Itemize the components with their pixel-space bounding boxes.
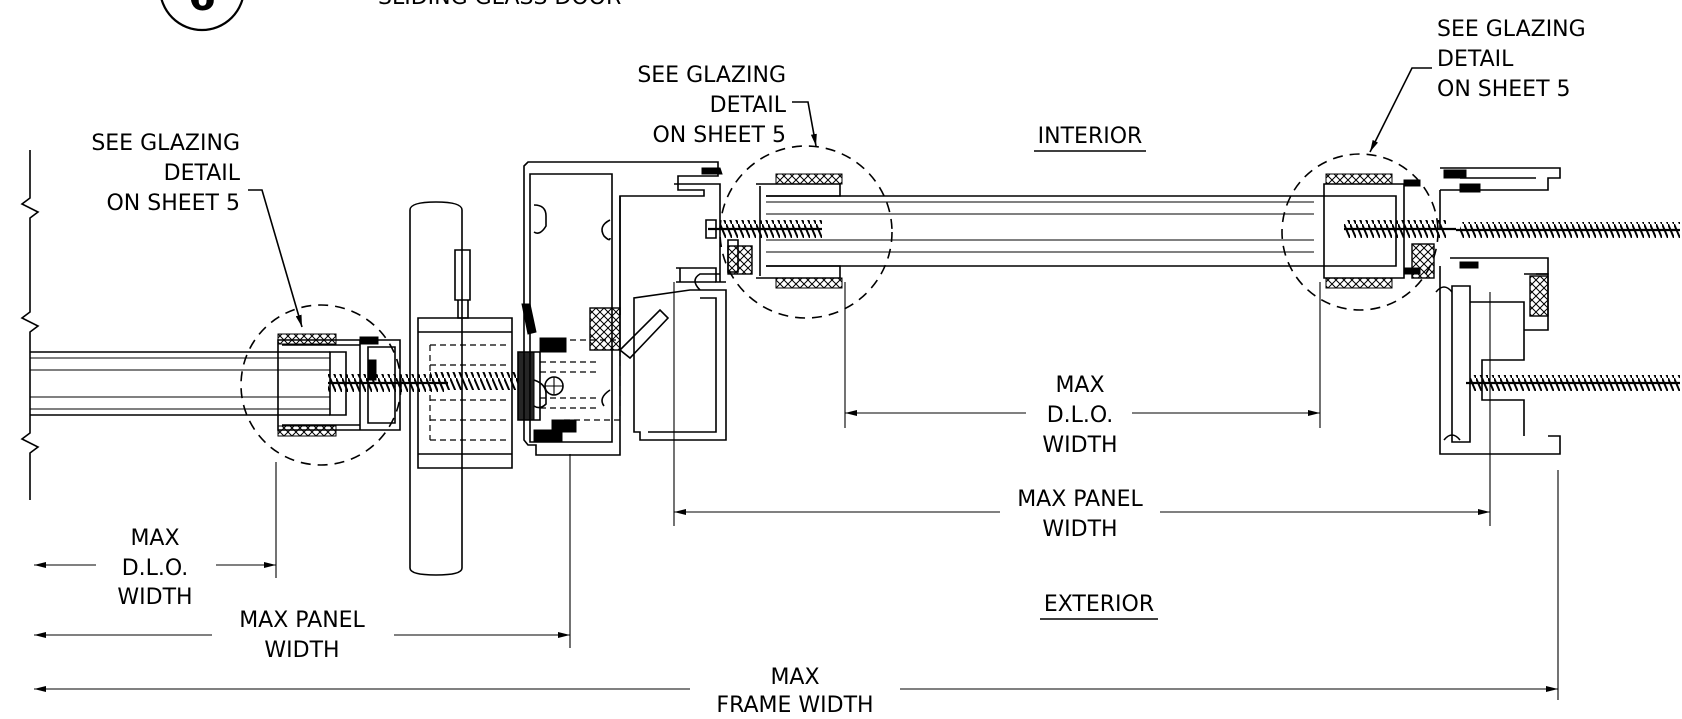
dim-panel-right-line1: MAX PANEL [1017, 487, 1143, 512]
glazing-detail-circle-left [240, 304, 402, 466]
dim-frame-width-line1: MAX [770, 665, 819, 690]
dim-dlo-right-line3: WIDTH [1042, 433, 1117, 458]
glazing-note-right-line1: SEE GLAZING [1437, 17, 1586, 42]
glazing-note-left-line3: ON SHEET 5 [106, 191, 240, 216]
dim-frame-width-line2: FRAME WIDTH [716, 693, 873, 718]
dim-dlo-left: MAX D.L.O. WIDTH [34, 526, 276, 610]
glazing-note-right-line3: ON SHEET 5 [1437, 77, 1571, 102]
glazing-note-right: SEE GLAZING DETAIL ON SHEET 5 [1369, 17, 1586, 153]
sliding-panel-frame [633, 183, 753, 441]
dim-dlo-right-line1: MAX [1055, 373, 1104, 398]
door-handle [409, 201, 518, 576]
glazing-note-middle-line3: ON SHEET 5 [652, 123, 786, 148]
dim-panel-right: MAX PANEL WIDTH [674, 487, 1490, 542]
dim-panel-right-line2: WIDTH [1042, 517, 1117, 542]
glazing-detail-circle-right [1281, 153, 1439, 311]
dim-panel-left-line2: WIDTH [264, 638, 339, 663]
exterior-label: EXTERIOR [1044, 592, 1154, 617]
detail-callout-title: SLIDING GLASS DOOR [378, 0, 621, 10]
glazing-note-left-line1: SEE GLAZING [91, 131, 240, 156]
dim-dlo-left-line3: WIDTH [117, 585, 192, 610]
glazing-detail-circle-middle [719, 145, 893, 319]
interior-label-group: INTERIOR [1034, 124, 1146, 152]
detail-callout-number: 6 [188, 0, 216, 20]
glazing-note-middle: SEE GLAZING DETAIL ON SHEET 5 [637, 63, 817, 148]
glazing-note-left-line2: DETAIL [164, 161, 241, 186]
dim-frame-width: MAX FRAME WIDTH [34, 665, 1558, 718]
center-glass-unit [705, 173, 1456, 289]
extension-lines [275, 282, 1559, 700]
dim-panel-left: MAX PANEL WIDTH [34, 608, 570, 663]
glazing-note-middle-line1: SEE GLAZING [637, 63, 786, 88]
interior-label: INTERIOR [1038, 124, 1143, 149]
glazing-note-right-line2: DETAIL [1437, 47, 1514, 72]
center-interlock [517, 161, 723, 456]
dim-dlo-left-line2: D.L.O. [122, 556, 189, 581]
exterior-label-group: EXTERIOR [1040, 592, 1158, 620]
left-sash-stile [277, 333, 448, 437]
detail-callout-circle [160, 0, 244, 32]
dim-dlo-left-line1: MAX [130, 526, 179, 551]
dim-dlo-right-line2: D.L.O. [1047, 403, 1114, 428]
detail-callout: 6 SLIDING GLASS DOOR [160, 0, 621, 32]
right-jamb-frame [1435, 167, 1680, 455]
dim-dlo-right: MAX D.L.O. WIDTH [845, 373, 1320, 458]
dim-panel-left-line1: MAX PANEL [239, 608, 365, 633]
left-glass-unit [30, 351, 330, 416]
wall-break-line [20, 150, 40, 500]
glazing-note-left: SEE GLAZING DETAIL ON SHEET 5 [91, 131, 303, 328]
glazing-note-middle-line2: DETAIL [710, 93, 787, 118]
